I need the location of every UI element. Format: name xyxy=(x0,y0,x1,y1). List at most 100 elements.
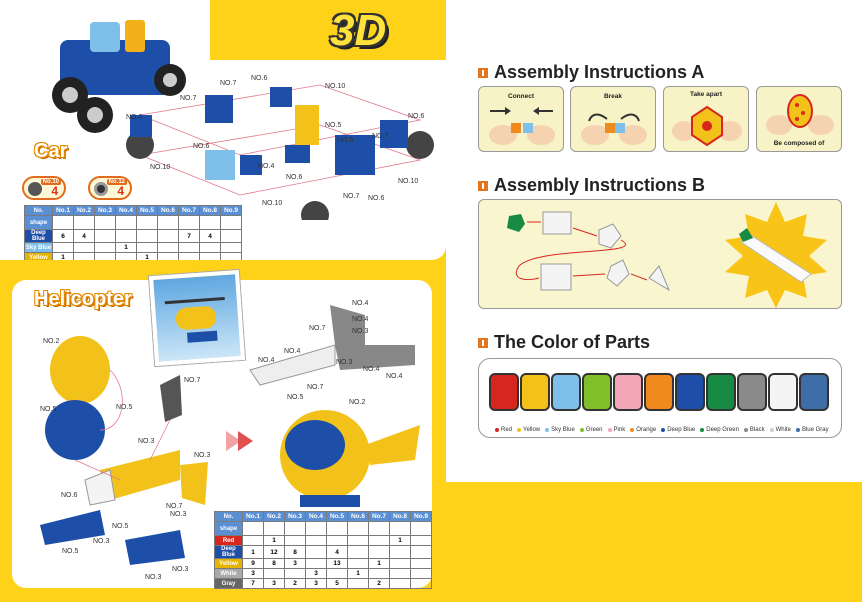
hands-composed-icon xyxy=(766,94,834,135)
color-swatch xyxy=(706,373,736,411)
color-swatch xyxy=(768,373,798,411)
table-cell xyxy=(347,578,369,589)
color-swatch xyxy=(799,373,829,411)
color-dot-icon xyxy=(545,428,550,432)
car-label-no10-c: NO.10 xyxy=(398,178,419,185)
section-b-title: Assembly Instructions B xyxy=(494,175,706,195)
table-cell: 6 xyxy=(52,229,74,243)
table-cell xyxy=(368,535,390,546)
tire-icon xyxy=(94,182,108,196)
table-cell: 4 xyxy=(199,229,221,243)
car-label-no6-g: NO.6 xyxy=(368,195,385,202)
table-cell xyxy=(178,215,200,230)
table-row-label: shape xyxy=(214,521,243,536)
car-label-no7-b: NO.7 xyxy=(180,95,197,102)
table-cell xyxy=(178,242,200,253)
car-label-no6-e: NO.6 xyxy=(337,137,354,144)
table-cell xyxy=(305,521,327,536)
table-cell xyxy=(263,521,285,536)
heli-label-no3-c: NO.3 xyxy=(93,538,110,545)
color-swatch xyxy=(737,373,767,411)
heli-label-no5-b: NO.5 xyxy=(116,404,133,411)
table-cell xyxy=(305,558,327,569)
table-cell: 4 xyxy=(73,229,95,243)
grid-icon xyxy=(478,67,488,78)
color-swatch xyxy=(551,373,581,411)
table-cell xyxy=(389,521,411,536)
step-composed-label: Be composed of xyxy=(773,140,825,147)
assembly-b-box xyxy=(478,199,842,309)
heli-label-no7-d: NO.7 xyxy=(307,384,324,391)
table-header-cell: No.1 xyxy=(52,205,74,216)
table-row-label: Gray xyxy=(214,578,243,589)
step-take-apart-label: Take apart xyxy=(689,91,723,98)
color-dot-icon xyxy=(495,428,499,432)
heli-label-no2-b: NO.2 xyxy=(349,399,366,406)
table-cell xyxy=(410,521,432,536)
table-cell xyxy=(220,229,242,243)
car-label-no7-a: NO.7 xyxy=(220,80,237,87)
color-legend-item: White xyxy=(769,427,791,433)
color-legend-item: Red xyxy=(495,427,512,433)
table-cell: 4 xyxy=(326,545,348,559)
color-dot-icon xyxy=(579,428,584,432)
car-label-no6-d: NO.6 xyxy=(193,143,210,150)
color-dot-icon xyxy=(607,428,612,432)
starburst-icon xyxy=(725,202,827,308)
heli-label-no4-f: NO.4 xyxy=(386,373,403,380)
color-legend-item: Green xyxy=(579,427,603,433)
hands-connect-icon xyxy=(489,107,555,145)
grid-icon xyxy=(478,337,488,348)
table-cell: 12 xyxy=(263,545,285,559)
car-label-no6-a: NO.6 xyxy=(251,75,268,82)
table-cell xyxy=(115,229,137,243)
color-legend-label: Deep Green xyxy=(706,427,739,433)
car-label-no7-d: NO.7 xyxy=(343,193,360,200)
table-header-cell: No.5 xyxy=(136,205,158,216)
heli-label-no4-b: NO.4 xyxy=(352,316,369,323)
color-dot-icon xyxy=(630,428,635,432)
color-swatch xyxy=(582,373,612,411)
table-cell xyxy=(136,229,158,243)
heli-label-no4-d: NO.4 xyxy=(258,357,275,364)
section-a-header: Assembly Instructions A xyxy=(478,62,704,83)
color-legend-item: Orange xyxy=(630,427,656,433)
table-cell: 3 xyxy=(242,568,264,579)
table-header-cell: No. xyxy=(214,511,243,522)
color-legend-label: White xyxy=(775,427,791,433)
heli-label-no3-f: NO.3 xyxy=(170,511,187,518)
table-cell xyxy=(242,535,264,546)
color-legend-label: Red xyxy=(501,427,513,433)
table-cell: 1 xyxy=(242,545,264,559)
table-cell xyxy=(157,229,179,243)
assembly-b-diagram xyxy=(507,211,671,292)
heli-label-no2-a: NO.2 xyxy=(43,338,60,345)
table-cell xyxy=(136,242,158,253)
heli-label-no4-a: NO.4 xyxy=(352,300,369,307)
table-cell xyxy=(199,215,221,230)
badge-no10: No.10 4 xyxy=(22,176,66,200)
heli-label-no4-e: NO.4 xyxy=(363,366,380,373)
car-illustration xyxy=(52,20,186,133)
hands-break-icon xyxy=(581,113,647,145)
table-cell: 1 xyxy=(115,242,137,253)
table-cell: 3 xyxy=(263,578,285,589)
table-header-cell: No.3 xyxy=(284,511,306,522)
table-cell xyxy=(157,242,179,253)
heli-label-no4-c: NO.4 xyxy=(284,348,301,355)
table-cell: 9 xyxy=(242,558,264,569)
badge-no12-label: No.12 xyxy=(106,179,127,185)
arrow-icon xyxy=(226,431,253,451)
table-cell: 3 xyxy=(284,558,306,569)
heli-label-no6: NO.6 xyxy=(61,492,78,499)
color-dot-icon xyxy=(795,428,800,432)
table-cell xyxy=(94,242,116,253)
table-row-label: Red xyxy=(214,535,243,546)
heli-label-no5-e: NO.5 xyxy=(287,394,304,401)
table-cell: 2 xyxy=(368,578,390,589)
